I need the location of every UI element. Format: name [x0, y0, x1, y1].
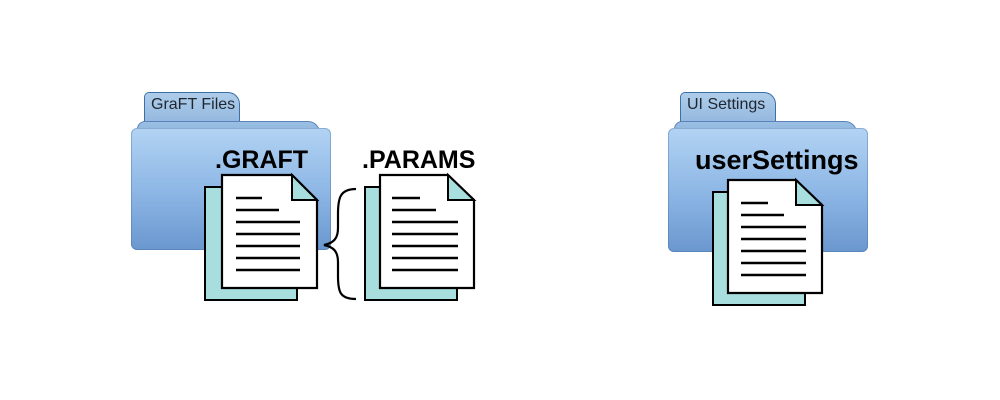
graft-document-icon: [204, 172, 320, 301]
params-document-front-sheet: [378, 173, 476, 290]
params-document-lines: [392, 196, 458, 272]
user-settings-file-label: userSettings: [695, 145, 859, 175]
params-document-folded-corner: [447, 172, 477, 201]
graft-document-front-sheet: [220, 173, 319, 290]
curly-brace-icon: [323, 187, 357, 301]
params-file-label: .PARAMS: [362, 146, 476, 174]
user-settings-document-lines: [741, 201, 806, 277]
params-document-icon: [364, 172, 477, 301]
ui-settings-folder-label: UI Settings: [687, 96, 766, 113]
user-settings-document-folded-corner: [795, 177, 825, 206]
user-settings-document-front-sheet: [726, 178, 824, 295]
graft-document-lines: [236, 196, 300, 272]
graft-file-label: .GRAFT: [215, 146, 309, 174]
user-settings-document-icon: [712, 177, 825, 306]
graft-document-folded-corner: [291, 172, 320, 201]
graft-files-folder-label: GraFT Files: [151, 96, 236, 113]
